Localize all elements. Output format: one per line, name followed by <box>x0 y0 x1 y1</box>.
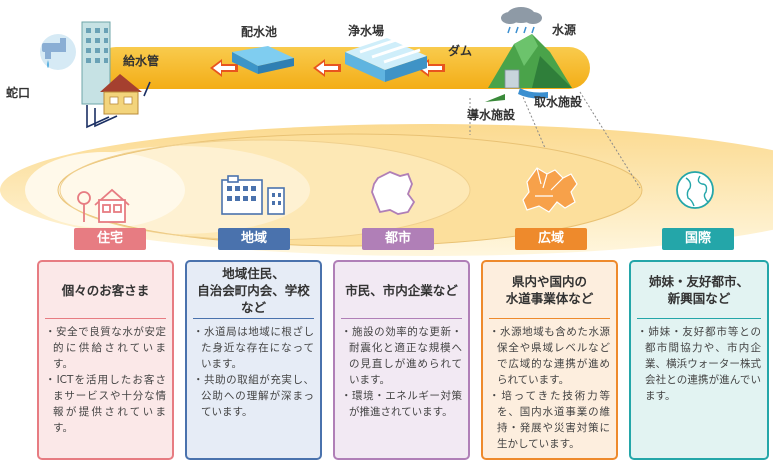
card-city: 市民、市内企業など ・施設の効率的な更新・耐震化と適正な規模への見直しが進められ… <box>333 260 470 460</box>
card-bullet: ・水道局は地域に根ざした身近な存在になっています。 <box>193 326 314 370</box>
card-title: 個々のお客さま <box>45 262 166 319</box>
house-level-icon <box>77 188 130 223</box>
card-bullet: ・ICTを活用したお客さまサービスや十分な情報が提供されています。 <box>45 374 166 434</box>
wide-area-map-icon <box>522 167 578 213</box>
card-region: 地域住民、 自治会町内会、学校など ・水道局は地域に根ざした身近な存在になってい… <box>185 260 322 460</box>
conveyance-label: 導水施設 <box>467 108 516 122</box>
guide-lines <box>469 89 641 189</box>
card-bullet: ・培ってきた技術力等を、国内水道事業の維持・発展や災害対策に生かしています。 <box>489 390 610 450</box>
globe-icon <box>676 171 714 209</box>
ring-house <box>25 152 185 228</box>
level-badge-house: 住宅 <box>74 228 146 250</box>
faucet-label: 蛇口 <box>6 86 31 100</box>
level-badge-city: 都市 <box>362 228 434 250</box>
source-label: 水源 <box>552 23 577 37</box>
intake-label: 取水施設 <box>534 95 583 109</box>
region-level-icon <box>221 175 285 215</box>
building-icon <box>81 21 111 105</box>
level-badge-wide: 広域 <box>515 228 587 250</box>
card-title: 地域住民、 自治会町内会、学校など <box>193 262 314 319</box>
house-icon <box>100 74 142 115</box>
card-intl: 姉妹・友好都市、 新興国など ・姉妹・友好都市等との都市間協力や、市内企業、横浜… <box>629 260 769 460</box>
rain-cloud-icon <box>501 7 542 34</box>
card-bullet: ・水源地域も含めた水源保全や県域レベルなどで広域的な連携が進められています。 <box>489 326 610 386</box>
card-bullet: ・環境・エネルギー対策が推進されています。 <box>341 390 462 418</box>
card-bullet: ・安全で良質な水が安定的に供給されています。 <box>45 326 166 370</box>
purification-plant-icon <box>345 38 427 82</box>
supply-pipe-lines <box>86 81 151 129</box>
card-bullet: ・共助の取組が充実し、公助への理解が深まっています。 <box>193 374 314 418</box>
card-title: 市民、市内企業など <box>341 262 462 319</box>
dam-label: ダム <box>448 44 473 58</box>
card-bullet: ・施設の効率的な更新・耐震化と適正な規模への見直しが進められています。 <box>341 326 462 386</box>
level-badge-intl: 国際 <box>662 228 734 250</box>
reservoir-label: 配水池 <box>241 25 278 39</box>
card-wide: 県内や国内の 水道事業体など ・水源地域も含めた水源保全や県域レベルなどで広域的… <box>481 260 618 460</box>
level-badge-region: 地域 <box>218 228 290 250</box>
card-bullet: ・姉妹・友好都市等との都市間協力や、市内企業、横浜ウォーター株式会社との連携が進… <box>637 326 761 402</box>
supply-pipe-label: 給水管 <box>123 54 160 68</box>
mountain-dam-icon <box>485 34 572 102</box>
faucet-icon <box>40 34 76 70</box>
card-title: 県内や国内の 水道事業体など <box>489 262 610 319</box>
pipeline-band <box>95 47 590 89</box>
city-map-icon <box>371 171 416 215</box>
card-title: 姉妹・友好都市、 新興国など <box>637 262 761 319</box>
card-house: 個々のお客さま ・安全で良質な水が安定的に供給されています。 ・ICTを活用した… <box>37 260 174 460</box>
purification-label: 浄水場 <box>348 24 385 38</box>
reservoir-icon <box>232 46 294 74</box>
